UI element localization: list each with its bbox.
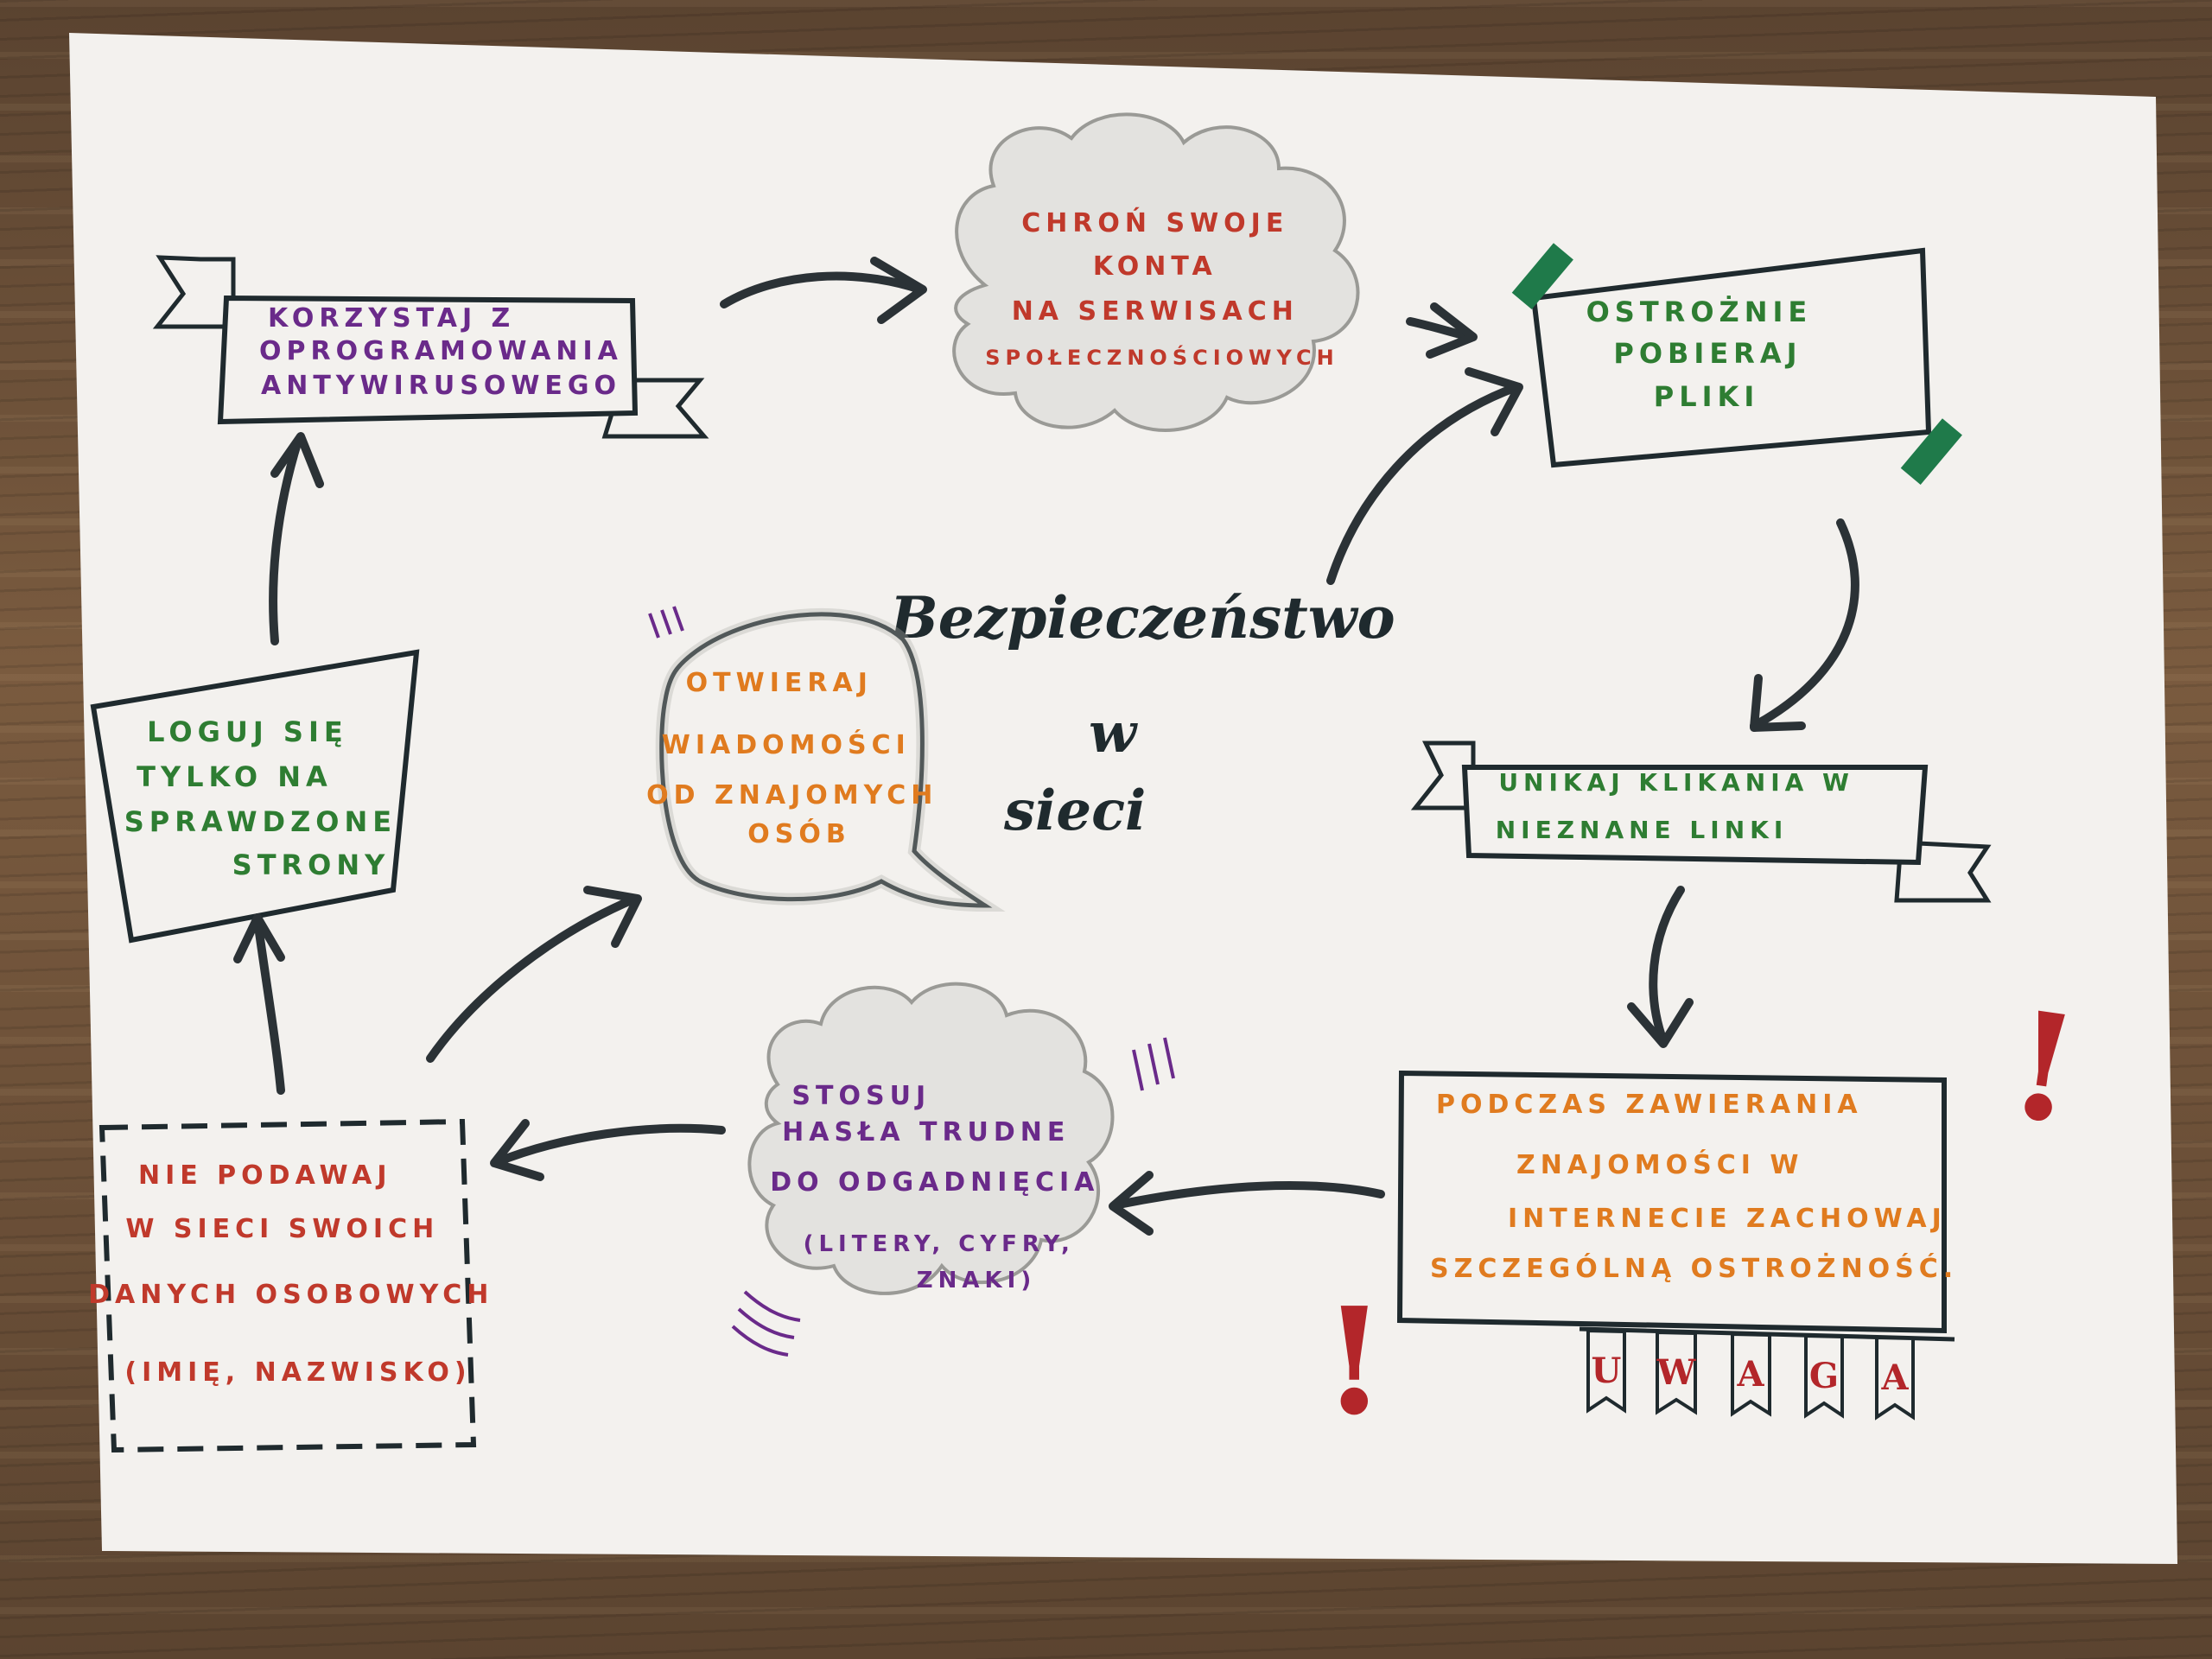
box-shape: [90, 649, 420, 944]
box-download-carefully: OSTROŻNIE POBIERAJ PLIKI: [1511, 243, 1962, 485]
box-online-acquaintances: PODCZAS ZAWIERANIA ZNAJOMOŚCI W INTERNEC…: [1396, 1070, 1961, 1334]
flag-letter: W: [1656, 1352, 1697, 1393]
passwords-line-4: (LITERY, CYFRY,: [804, 1231, 1075, 1257]
flag-a-2: A: [1875, 1335, 1915, 1421]
open-messages-line-4: OSÓB: [747, 817, 850, 849]
login-line-1: LOGUJ SIĘ: [147, 715, 348, 748]
speech-bubble-open-messages: OTWIERAJ WIADOMOŚCI OD ZNAJOMYCH OSÓB: [646, 606, 1006, 912]
open-messages-line-2: WIADOMOŚCI: [662, 728, 911, 760]
download-line-2: POBIERAJ: [1613, 337, 1802, 370]
exclamation-mark-left: !: [1322, 1275, 1387, 1448]
flag-letter: A: [1880, 1357, 1909, 1398]
tape-top-left: [1511, 243, 1573, 309]
arrow-cloud-to-download: [1406, 302, 1478, 359]
antivirus-line-3: ANTYWIRUSOWEGO: [261, 371, 621, 401]
cloud-strong-passwords: STOSUJ HASŁA TRUDNE DO ODGADNIĘCIA (LITE…: [731, 982, 1175, 1357]
passwords-line-2: HASŁA TRUDNE: [782, 1117, 1070, 1147]
title-line-2: w: [1089, 701, 1138, 766]
personal-data-line-4: (IMIĘ, NAZWISKO): [124, 1357, 471, 1388]
antivirus-line-2: OPROGRAMOWANIA: [259, 336, 623, 366]
arrow-personal-data-to-bubble: [426, 886, 642, 1063]
flow-arrows: [233, 257, 1859, 1236]
box-no-personal-data: NIE PODAWAJ W SIECI SWOICH DANYCH OSOBOW…: [88, 1118, 508, 1453]
passwords-line-3: DO ODGADNIĘCIA: [770, 1167, 1099, 1198]
arrow-personal-data-to-login: [233, 913, 285, 1095]
arrow-antivirus-to-cloud: [720, 257, 927, 324]
arrow-center-to-download: [1326, 367, 1523, 585]
flag-w: W: [1656, 1330, 1697, 1415]
download-line-1: OSTROŻNIE: [1586, 296, 1813, 328]
arrow-download-to-links: [1750, 518, 1859, 732]
bubble-shape: [659, 612, 993, 908]
cloud-protect-accounts: CHROŃ SWOJE KONTA NA SERWISACH SPOŁECZNO…: [952, 112, 1360, 432]
personal-data-line-3: DANYCH OSOBOWYCH: [88, 1280, 493, 1310]
passwords-line-5: ZNAKI): [917, 1268, 1036, 1294]
banner-left-ribbon: [1410, 741, 1476, 810]
svg-text:UNIKAJ KLIKANIA W NIEZNA: UNIKAJ KLIKANIA W NIEZNANE LINKI: [1496, 768, 1868, 844]
personal-data-line-2: W SIECI SWOICH: [125, 1214, 439, 1244]
flag-a: A: [1731, 1332, 1771, 1417]
cloud-shape: [952, 112, 1360, 432]
svg-text:NIE PODAWAJ W SIECI SWOI: NIE PODAWAJ W SIECI SWOICH DANYCH OSOBOW…: [88, 1160, 508, 1388]
avoid-links-line-1: UNIKAJ KLIKANIA W: [1498, 768, 1854, 797]
arrow-links-to-acquaintances: [1627, 886, 1694, 1048]
svg-text:KORZYSTAJ Z OPROGRAMOWAN: KORZYSTAJ Z OPROGRAMOWANIA ANTYWIRUSOWEG…: [259, 303, 637, 401]
cloud-accent-marks-bottom: [731, 1290, 801, 1357]
open-messages-line-3: OD ZNAJOMYCH: [646, 780, 938, 810]
download-line-3: PLIKI: [1654, 380, 1759, 413]
flag-letter: U: [1592, 1351, 1622, 1391]
flag-g: G: [1804, 1333, 1844, 1419]
cloud-accent-marks-top: [1132, 1037, 1175, 1091]
svg-text:CHROŃ SWOJE KONTA: CHROŃ SWOJE KONTA NA SERWISACH SPOŁECZNO…: [985, 207, 1339, 370]
antivirus-line-1: KORZYSTAJ Z: [268, 303, 515, 334]
cloud-protect-line-3: NA SERWISACH: [1012, 296, 1299, 327]
login-line-3: SPRAWDZONE: [124, 805, 397, 838]
arrow-login-to-antivirus: [269, 432, 324, 645]
cloud-protect-line-2: KONTA: [1093, 251, 1217, 282]
bubble-inner-shading: [655, 607, 1006, 912]
dashed-box-shape: [99, 1118, 477, 1453]
cloud-protect-line-1: CHROŃ SWOJE: [1021, 207, 1288, 238]
uwaga-flags: U W A G A: [1579, 1326, 1955, 1421]
svg-text:LOGUJ SIĘ TYLKO NA: LOGUJ SIĘ TYLKO NA SPRAWDZONE STRONY: [124, 715, 412, 881]
arrow-passwords-to-personal-data: [490, 1119, 726, 1181]
banner-antivirus: KORZYSTAJ Z OPROGRAMOWANIA ANTYWIRUSOWEG…: [152, 255, 709, 439]
flag-letter: G: [1809, 1356, 1839, 1396]
title-line-3: sieci: [1003, 779, 1146, 843]
box-shape: [1396, 1070, 1947, 1334]
acquaintances-line-2: ZNAJOMOŚCI W: [1516, 1148, 1803, 1180]
passwords-line-1: STOSUJ: [791, 1081, 931, 1111]
svg-text:OSTROŻNIE POBIERAJ: OSTROŻNIE POBIERAJ PLIKI: [1586, 296, 1827, 413]
central-title: Bezpieczeństwo w sieci: [888, 584, 1395, 843]
cloud-shape: [747, 982, 1115, 1295]
login-line-2: TYLKO NA: [137, 760, 333, 793]
svg-text:PODCZAS ZAWIERANIA ZNAJO: PODCZAS ZAWIERANIA ZNAJOMOŚCI W INTERNEC…: [1430, 1090, 1961, 1284]
open-messages-line-1: OTWIERAJ: [686, 668, 873, 698]
flag-letter: A: [1736, 1354, 1764, 1395]
acquaintances-line-4: SZCZEGÓLNĄ OSTROŻNOŚĆ.: [1430, 1252, 1958, 1284]
bubble-accent-marks: [648, 606, 684, 639]
acquaintances-line-1: PODCZAS ZAWIERANIA: [1436, 1090, 1863, 1120]
title-line-1: Bezpieczeństwo: [888, 584, 1395, 652]
banner-body: [217, 295, 639, 425]
cloud-protect-line-4: SPOŁECZNOŚCIOWYCH: [985, 344, 1339, 370]
box-login-verified: LOGUJ SIĘ TYLKO NA SPRAWDZONE STRONY: [90, 649, 420, 944]
avoid-links-line-2: NIEZNANE LINKI: [1496, 816, 1789, 844]
box-shape: [1530, 247, 1932, 468]
arrow-acquaintances-to-passwords: [1109, 1171, 1385, 1236]
flag-u: U: [1586, 1328, 1626, 1414]
login-line-4: STRONY: [232, 849, 391, 881]
tape-bottom-right: [1900, 418, 1962, 485]
banner-avoid-links: UNIKAJ KLIKANIA W NIEZNANE LINKI: [1410, 741, 1992, 903]
banner-body: [1461, 765, 1929, 866]
personal-data-line-1: NIE PODAWAJ: [138, 1160, 392, 1191]
acquaintances-line-3: INTERNECIE ZACHOWAJ: [1508, 1204, 1947, 1234]
svg-text:STOSUJ HASŁA TRUDNE: STOSUJ HASŁA TRUDNE DO ODGADNIĘCIA (LITE…: [770, 1081, 1114, 1294]
svg-text:OTWIERAJ WIADOMOŚCI: OTWIERAJ WIADOMOŚCI OD ZNAJOMYCH OSÓB: [646, 668, 952, 849]
